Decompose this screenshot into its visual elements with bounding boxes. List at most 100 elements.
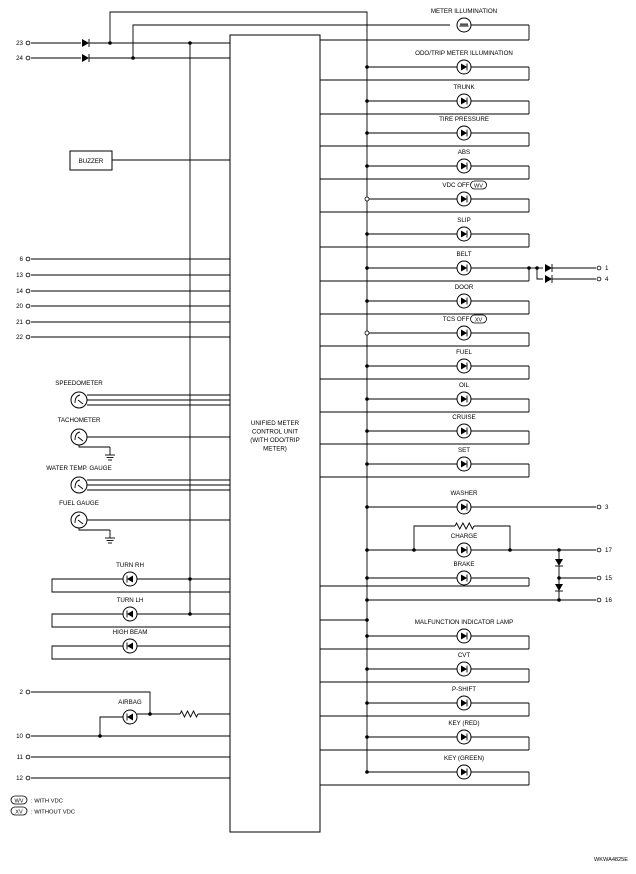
gauge-tachometer-needle [77,436,84,442]
label-tachometer: TACHOMETER [58,417,101,424]
lamp-key-green-diode [461,768,467,776]
label-belt: BELT [456,251,471,258]
gauge-tachometer [70,428,88,446]
label-set: SET [458,447,470,454]
label-vdc-off: VDC OFF [442,182,469,189]
junction-dot [365,429,369,433]
label-charge: CHARGE [451,533,477,540]
junction-dot [365,667,369,671]
charge-bypass [413,525,455,550]
label-trunk: TRUNK [453,84,475,91]
gauge-water-temp-gauge-needle [77,484,84,490]
badge-xv-tcs-off [470,314,487,324]
diode-24 [82,54,89,62]
lamp-vdc-off-diode [461,195,467,203]
gauge-speedometer-needle [77,399,84,405]
junction-dot [365,65,369,69]
junction-dot [365,299,369,303]
lamp-fuel-diode [461,362,467,370]
label-fuel: FUEL [456,349,472,356]
airbag-resistor [179,709,199,719]
lamp-odo-trip-meter-illumination-diode [461,63,467,71]
terminal-15 [596,575,602,581]
label-airbag: AIRBAG [118,699,142,706]
charge-bypass-r [474,525,511,550]
wire [51,578,230,593]
terminal-label-14: 14 [16,288,23,295]
terminal-label-15: 15 [605,575,612,582]
gauge-speedometer [70,391,88,409]
diode-belt-2 [545,275,552,283]
junction-dot [188,577,192,581]
junction-dot [365,364,369,368]
label-tire-pressure: TIRE PRESSURE [439,116,489,123]
terminal-label-4: 4 [605,276,609,283]
open-junction [364,330,370,336]
label-brake: BRAKE [454,561,475,568]
lamp-set-diode [461,460,467,468]
label-oil: OIL [459,382,470,389]
lamp-turn-lh-diode [127,610,133,618]
terminal-label-1: 1 [605,265,609,272]
terminal-10 [25,733,31,739]
terminal-label-21: 21 [16,319,23,326]
wire [51,613,230,628]
figure-id: WKWA4825E [594,857,628,863]
terminal-20 [25,303,31,309]
wire [99,716,123,736]
lamp-oil-diode [461,395,467,403]
badge-wv-vdc-off [470,180,487,190]
label-key-green: KEY (GREEN) [444,755,484,762]
lamp-trunk-diode [461,97,467,105]
label-slip: SLIP [457,217,470,224]
junction-dot [365,131,369,135]
terminal-6 [25,256,31,262]
junction-dot [365,505,369,509]
wire [51,645,230,660]
control-unit-label: UNIFIED METER [251,420,300,427]
open-junction [364,196,370,202]
terminal-17 [596,547,602,553]
lamp-charge-diode [461,546,467,554]
label-malfunction-indicator-lamp: MALFUNCTION INDICATOR LAMP [415,619,513,626]
terminal-label-23: 23 [16,40,23,47]
legend-badge-wv-text: WV [14,798,23,804]
lamp-tire-pressure-diode [461,129,467,137]
terminal-11 [25,754,31,760]
junction-dot [365,232,369,236]
label-water-temp-gauge: WATER TEMP. GAUGE [46,465,111,472]
terminal-13 [25,272,31,278]
terminal-label-22: 22 [16,334,23,341]
gauge-water-temp-gauge [70,476,88,494]
terminal-label-6: 6 [20,256,24,263]
label-key-red: KEY (RED) [448,720,479,727]
label-meter-illumination: METER ILLUMINATION [431,8,497,15]
junction-dot [365,634,369,638]
lamp-turn-rh-diode [127,575,133,583]
badge-xv-tcs-off-text: XV [475,317,483,323]
diode-brake-b [555,584,563,591]
lamp-cruise-diode [461,427,467,435]
label-washer: WASHER [451,490,478,497]
gauge-water-temp-gauge-needle-arc [74,479,81,489]
terminal-12 [25,775,31,781]
terminal-label-10: 10 [16,733,23,740]
lamp-door-diode [461,297,467,305]
lamp-belt-diode [461,264,467,272]
lamp-p-shift-diode [461,699,467,707]
buzzer-box [69,150,113,171]
legend-text-wv: : WITH VDC [31,799,63,805]
wire [31,691,151,714]
junction-dot [365,576,369,580]
junction-dot [365,462,369,466]
terminal-label-16: 16 [605,597,612,604]
label-abs: ABS [458,149,470,156]
label-p-shift: P-SHIFT [452,686,476,693]
junction-dot [365,164,369,168]
label-door: DOOR [455,284,474,291]
lamp-malfunction-indicator-lamp-diode [461,632,467,640]
terminal-14 [25,288,31,294]
terminal-label-24: 24 [16,55,23,62]
terminal-1 [596,265,602,271]
